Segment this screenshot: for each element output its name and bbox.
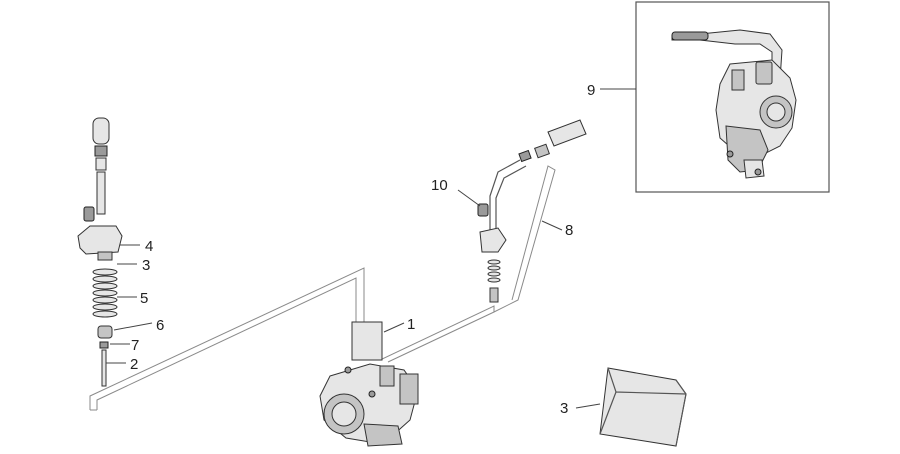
choke-assembly	[477, 119, 587, 303]
callout-1: 1	[407, 316, 415, 333]
throttle-slide	[351, 321, 383, 361]
inset-assembled-view	[635, 1, 830, 193]
leader-lines	[106, 88, 636, 409]
callout-9: 9	[587, 82, 595, 99]
parts-band	[89, 165, 556, 411]
callout-8: 8	[565, 222, 573, 239]
inset-carburetor-drawing	[671, 29, 797, 179]
carburetor-body	[319, 321, 419, 447]
callout-2: 2	[130, 356, 138, 373]
cable-tube	[96, 171, 106, 215]
callout-5: 5	[140, 290, 148, 307]
callout-10: 10	[431, 177, 448, 194]
jet-needle	[101, 349, 107, 387]
cable-boot	[92, 117, 110, 145]
slide-spring	[92, 268, 118, 318]
callout-labels: 1 2 3 3 4 5 6 7 8 9 10	[130, 82, 595, 417]
float-bowl	[363, 423, 403, 447]
choke-plunger	[489, 287, 499, 303]
choke-spring	[487, 259, 501, 283]
choke-lever	[479, 227, 507, 253]
callout-6: 6	[156, 317, 164, 334]
choke-boot	[547, 119, 587, 147]
slide-assembly	[77, 117, 123, 387]
slide-cap	[77, 225, 123, 255]
gasket-kit-bag	[599, 367, 687, 447]
callout-7: 7	[131, 337, 139, 354]
choke-cable	[489, 159, 521, 230]
slide-piston	[97, 325, 113, 339]
callout-4: 4	[145, 238, 153, 255]
cap-screw	[83, 206, 95, 222]
choke-screw	[477, 203, 489, 217]
needle-clip	[99, 341, 109, 349]
callout-3-upper: 3	[142, 257, 150, 274]
callout-3-lower: 3	[560, 400, 568, 417]
inset-frame	[635, 1, 830, 193]
